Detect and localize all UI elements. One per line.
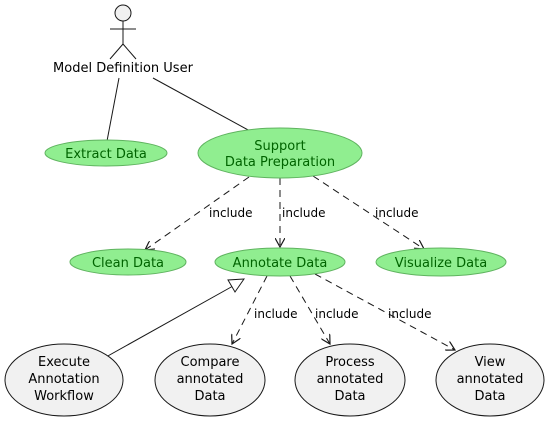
use-case-label: Visualize Data [395, 256, 487, 271]
actor-right-leg [122, 43, 137, 60]
generalization-arrowhead [227, 278, 245, 293]
use-case-compare-annotated-data[interactable]: Compare annotated Data [154, 343, 266, 417]
edge-label-annotate-process: include [315, 307, 358, 321]
use-case-label: Clean Data [92, 256, 164, 271]
actor-figure [109, 4, 137, 60]
association-support [152, 77, 251, 132]
use-case-label: annotated [317, 372, 384, 387]
use-case-label: Annotate Data [233, 256, 328, 271]
use-case-label: annotated [457, 372, 524, 387]
actor-head [114, 4, 132, 22]
use-case-visualize-data[interactable]: Visualize Data [375, 247, 507, 277]
actor-label: Model Definition User [53, 61, 194, 76]
edge-label-support-annotate: include [282, 206, 325, 220]
use-case-clean-data[interactable]: Clean Data [69, 248, 187, 276]
edge-label-annotate-compare: include [254, 307, 297, 321]
use-case-annotate-data[interactable]: Annotate Data [214, 247, 346, 277]
use-case-label: Data [474, 389, 505, 404]
generalization-edge [105, 285, 234, 358]
use-case-label: Execute [38, 355, 90, 370]
use-case-label: Annotation [28, 372, 99, 387]
edge-label-support-visualize: include [375, 206, 418, 220]
use-case-process-annotated-data[interactable]: Process annotated Data [294, 343, 406, 417]
use-case-label: Process [325, 355, 375, 370]
use-case-label: Extract Data [65, 147, 147, 162]
use-case-label: Workflow [34, 389, 94, 404]
association-extract [106, 77, 120, 142]
use-case-label: annotated [177, 372, 244, 387]
actor-left-leg [109, 43, 124, 60]
use-case-label: View [475, 355, 506, 370]
edge-annotate-compare [232, 275, 268, 344]
edge-annotate-view [314, 273, 455, 350]
use-case-label: Data Preparation [225, 155, 335, 170]
edge-label-annotate-view: include [388, 307, 431, 321]
use-case-label: Support [254, 139, 305, 154]
edge-annotate-process [289, 275, 330, 344]
use-case-label: Data [334, 389, 365, 404]
edge-label-support-clean: include [209, 206, 252, 220]
use-case-extract-data[interactable]: Extract Data [44, 139, 168, 167]
edge-support-clean [145, 176, 250, 250]
use-case-view-annotated-data[interactable]: View annotated Data [435, 343, 545, 417]
use-case-support-data-preparation[interactable]: Support Data Preparation [197, 127, 363, 179]
use-case-label: Compare [181, 355, 240, 370]
edge-support-visualize [312, 175, 424, 249]
use-case-label: Data [194, 389, 225, 404]
use-case-execute-annotation-workflow[interactable]: Execute Annotation Workflow [4, 343, 124, 417]
